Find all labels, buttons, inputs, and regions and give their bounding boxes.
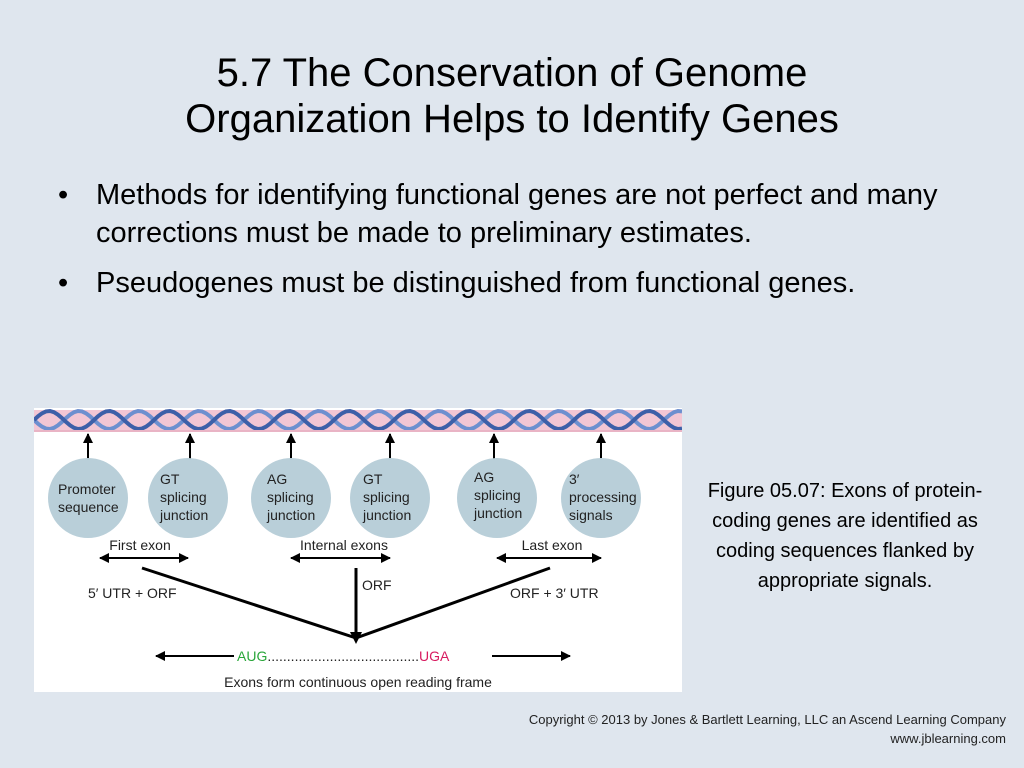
signal-label: junction bbox=[159, 507, 208, 523]
stop-codon: UGA bbox=[419, 648, 450, 664]
figure-caption: Figure 05.07: Exons of protein-coding ge… bbox=[707, 480, 983, 592]
title-line-1: 5.7 The Conservation of Genome bbox=[216, 51, 808, 95]
slide-title: 5.7 The Conservation of Genome Organizat… bbox=[0, 50, 1024, 142]
signal-label: processing bbox=[569, 489, 637, 505]
utr-orf-label: 5′ UTR + ORF bbox=[88, 585, 177, 601]
orf-label: ORF bbox=[362, 577, 392, 593]
codon-dots: ....................................... bbox=[267, 648, 419, 664]
bullet-item: • Methods for identifying functional gen… bbox=[58, 176, 948, 252]
bullet-marker: • bbox=[58, 267, 69, 299]
merge-arrowhead bbox=[350, 632, 362, 644]
internal-exons-label: Internal exons bbox=[300, 537, 388, 553]
ag-junction-circle bbox=[457, 458, 537, 538]
title-line-2: Organization Helps to Identify Genes bbox=[185, 97, 839, 141]
copyright-footer: Copyright © 2013 by Jones & Bartlett Lea… bbox=[529, 710, 1006, 748]
processing-signals-circle bbox=[561, 458, 641, 538]
signal-label: 3′ bbox=[569, 471, 580, 487]
first-exon-label: First exon bbox=[109, 537, 170, 553]
start-codon: AUG bbox=[237, 648, 267, 664]
signal-labels: Promoter sequence GT splicing junction A… bbox=[58, 469, 637, 523]
promoter-circle bbox=[48, 458, 128, 538]
signal-circles bbox=[48, 458, 641, 538]
website-text: www.jblearning.com bbox=[890, 731, 1006, 746]
signal-label: splicing bbox=[363, 489, 410, 505]
exon-labels: First exon Internal exons Last exon bbox=[109, 537, 582, 553]
gt-junction-circle bbox=[148, 458, 228, 538]
signal-label: junction bbox=[266, 507, 315, 523]
signal-label: signals bbox=[569, 507, 613, 523]
signal-label: GT bbox=[363, 471, 383, 487]
dna-helix bbox=[34, 408, 682, 432]
bullet-marker: • bbox=[58, 179, 69, 211]
bullet-text: Pseudogenes must be distinguished from f… bbox=[96, 267, 856, 299]
signal-label: GT bbox=[160, 471, 180, 487]
gt-junction-circle bbox=[350, 458, 430, 538]
ag-junction-circle bbox=[251, 458, 331, 538]
signal-label: AG bbox=[474, 469, 494, 485]
signal-label: junction bbox=[362, 507, 411, 523]
signal-arrows bbox=[83, 433, 606, 460]
segment-labels: 5′ UTR + ORF ORF ORF + 3′ UTR bbox=[88, 577, 599, 601]
reading-frame-text: AUG.....................................… bbox=[237, 648, 450, 664]
bullet-text: Methods for identifying functional genes… bbox=[96, 179, 938, 249]
signal-label: splicing bbox=[267, 489, 314, 505]
signal-label: splicing bbox=[474, 487, 521, 503]
reading-frame-caption: Exons form continuous open reading frame bbox=[224, 674, 492, 690]
signal-label: sequence bbox=[58, 499, 119, 515]
converging-lines bbox=[141, 566, 551, 640]
orf-utr-label: ORF + 3′ UTR bbox=[510, 585, 599, 601]
signal-label: splicing bbox=[160, 489, 207, 505]
bullet-item: • Pseudogenes must be distinguished from… bbox=[58, 264, 948, 302]
signal-label: Promoter bbox=[58, 481, 116, 497]
bullet-list: • Methods for identifying functional gen… bbox=[58, 176, 948, 314]
signal-label: junction bbox=[473, 505, 522, 521]
copyright-text: Copyright © 2013 by Jones & Bartlett Lea… bbox=[528, 712, 1006, 727]
gene-structure-figure: Promoter sequence GT splicing junction A… bbox=[34, 408, 682, 692]
gene-diagram: Promoter sequence GT splicing junction A… bbox=[34, 408, 682, 690]
last-exon-label: Last exon bbox=[522, 537, 583, 553]
signal-label: AG bbox=[267, 471, 287, 487]
